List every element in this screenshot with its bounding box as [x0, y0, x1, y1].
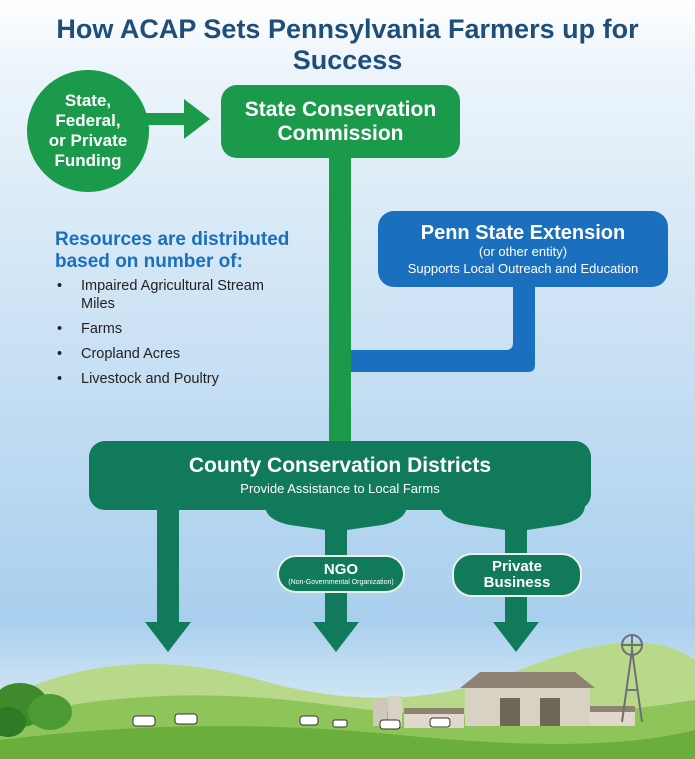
bullet-icon: •	[57, 346, 63, 362]
list-item: • Cropland Acres	[55, 345, 285, 363]
funding-line: State,	[64, 91, 112, 110]
arrow-to-farms-left	[145, 505, 191, 652]
county-conservation-districts: County Conservation Districts Provide As…	[89, 441, 591, 510]
commission-line: Commission	[277, 121, 404, 145]
penn-state-extension: Penn State Extension (or other entity) S…	[378, 211, 668, 287]
county-role: Provide Assistance to Local Farms	[240, 481, 440, 496]
resources-list: • Impaired Agricultural Stream Miles • Far…	[55, 277, 285, 395]
list-item: • Farms	[55, 320, 285, 338]
business-line: Private	[491, 558, 543, 575]
list-item-text: Cropland Acres	[81, 346, 181, 362]
state-conservation-commission: State Conservation Commission	[221, 85, 460, 158]
ngo-node: NGO (Non-Governmental Organization)	[277, 555, 405, 593]
list-item-text: Farms	[81, 321, 123, 337]
cows	[132, 713, 451, 730]
connector-commission-to-county	[329, 156, 351, 446]
extension-role: Supports Local Outreach and Education	[407, 261, 639, 276]
business-line: Business	[483, 574, 551, 591]
barn	[460, 672, 595, 726]
extension-name: Penn State Extension	[420, 222, 626, 244]
funding-line: or Private	[48, 131, 128, 150]
bullet-icon: •	[57, 278, 63, 294]
commission-line: State Conservation	[244, 97, 437, 121]
list-item-text: Impaired Agricultural Stream Miles	[81, 278, 264, 312]
connector-extension-to-county	[351, 285, 535, 372]
bullet-icon: •	[57, 371, 63, 387]
funding-source: State, Federal, or Private Funding	[27, 70, 149, 192]
extension-alt: (or other entity)	[478, 244, 568, 259]
funding-line: Federal,	[55, 111, 121, 130]
windmill	[621, 634, 643, 723]
arrow-business-to-farms	[493, 595, 539, 652]
page-title: How ACAP Sets Pennsylvania Farmers up fo…	[56, 14, 639, 75]
private-business-node: Private Business	[452, 553, 582, 597]
list-item: • Impaired Agricultural Stream Miles	[55, 277, 285, 313]
arrow-ngo-to-farms	[313, 590, 359, 652]
arrow-to-ngo	[265, 505, 407, 560]
resources-title: Resources are distributed based on numbe…	[55, 229, 290, 272]
tree-cluster	[0, 683, 72, 737]
arrow-to-private-business	[440, 505, 585, 560]
county-name: County Conservation Districts	[188, 454, 492, 477]
bullet-icon: •	[57, 321, 63, 337]
funding-line: Funding	[54, 151, 122, 170]
near-hills	[0, 726, 695, 759]
ngo-full-name: (Non-Governmental Organization)	[288, 579, 394, 586]
list-item-text: Livestock and Poultry	[81, 371, 219, 387]
list-item: • Livestock and Poultry	[55, 370, 285, 388]
arrow-funding-to-commission	[145, 99, 210, 139]
ngo-name: NGO	[323, 561, 359, 578]
